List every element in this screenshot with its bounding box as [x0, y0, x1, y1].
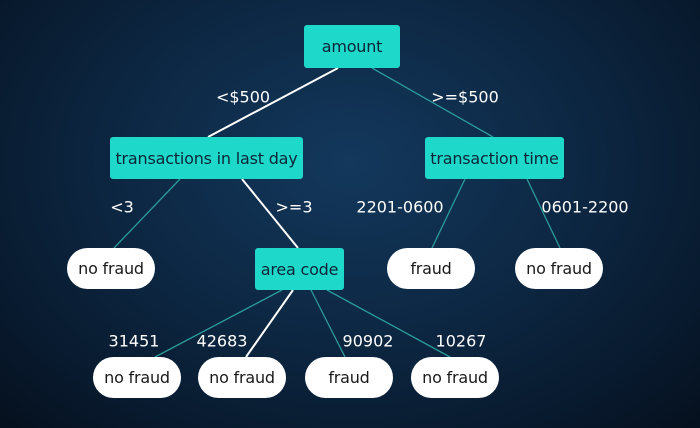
edge-label-time-day: 0601-2200 [541, 197, 629, 217]
edge-label-lt500: <$500 [215, 87, 271, 107]
node-amount: amount [304, 25, 400, 68]
edge-area-code-to-90902 [310, 289, 346, 358]
leaf-fraud-90902: fraud [305, 357, 393, 398]
node-transaction-time: transaction time [425, 137, 564, 179]
leaf-no-fraud-day: no fraud [515, 248, 603, 289]
leaf-no-fraud-10267: no fraud [411, 357, 499, 398]
edge-amount-to-transactions-day [207, 67, 339, 138]
edge-label-code-90902: 90902 [342, 331, 394, 351]
edge-label-ge500: >=$500 [431, 87, 499, 107]
edge-transactions-day-to-no-fraud [113, 178, 181, 249]
edge-area-code-to-10267 [326, 289, 451, 358]
edge-transaction-time-to-fraud [431, 178, 466, 249]
edge-area-code-to-31451 [154, 289, 283, 358]
node-area-code: area code [255, 248, 344, 290]
edge-label-code-42683: 42683 [196, 331, 248, 351]
edge-amount-to-transaction-time [371, 67, 494, 138]
edge-label-code-31451: 31451 [108, 331, 160, 351]
edge-label-ge3: >=3 [275, 197, 313, 217]
leaf-no-fraud-lt3: no fraud [67, 248, 155, 289]
leaf-no-fraud-42683: no fraud [198, 357, 286, 398]
leaf-fraud-night: fraud [387, 248, 475, 289]
node-transactions-last-day: transactions in last day [110, 137, 303, 179]
edge-transactions-day-to-area-code [241, 178, 299, 249]
edge-label-code-10267: 10267 [435, 331, 487, 351]
edge-label-time-night: 2201-0600 [356, 197, 444, 217]
leaf-no-fraud-31451: no fraud [93, 357, 181, 398]
edge-transaction-time-to-no-fraud [526, 178, 561, 249]
edge-label-lt3: <3 [110, 197, 134, 217]
edge-area-code-to-42683 [245, 289, 294, 358]
